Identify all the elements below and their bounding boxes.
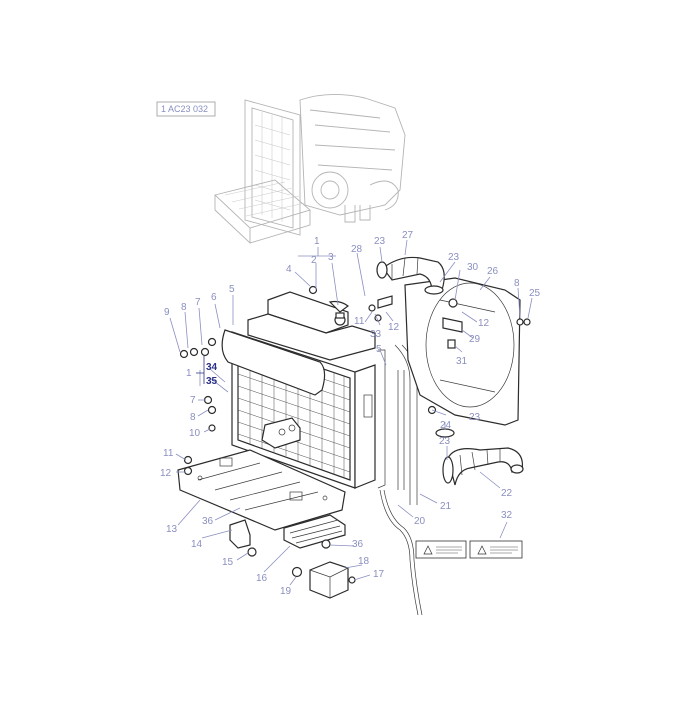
callout-23: 23 bbox=[374, 236, 386, 247]
callout-19: 19 bbox=[280, 586, 292, 597]
callout-8b: 8 bbox=[190, 412, 196, 423]
lower-hose bbox=[435, 428, 524, 486]
fasteners bbox=[179, 285, 531, 584]
callout-15: 15 bbox=[222, 557, 234, 568]
callout-2: 2 bbox=[311, 255, 317, 266]
callout-29: 29 bbox=[469, 334, 481, 345]
callout-35: 35 bbox=[206, 376, 218, 387]
callout-1: 1 bbox=[314, 236, 320, 247]
callout-23b: 23 bbox=[448, 252, 460, 263]
callout-3: 3 bbox=[328, 252, 334, 263]
callout-26: 26 bbox=[487, 266, 499, 277]
callout-9: 9 bbox=[164, 307, 170, 318]
callout-8c: 8 bbox=[514, 278, 520, 289]
callout-36: 36 bbox=[202, 516, 214, 527]
callout-6: 6 bbox=[211, 292, 217, 303]
callout-8: 8 bbox=[181, 302, 187, 313]
reference-code: 1 AC23 032 bbox=[161, 104, 208, 114]
callout-13: 13 bbox=[166, 524, 178, 535]
warning-decal-set bbox=[415, 540, 523, 559]
callout-33: 33 bbox=[370, 329, 382, 340]
callout-25: 25 bbox=[529, 288, 541, 299]
callout-4: 4 bbox=[286, 264, 292, 275]
callout-27: 27 bbox=[402, 230, 414, 241]
callout-12b: 12 bbox=[388, 322, 400, 333]
fan-shroud bbox=[404, 277, 524, 426]
callout-34: 34 bbox=[206, 362, 218, 373]
callout-5b: 5 bbox=[376, 344, 382, 355]
callout-10: 10 bbox=[189, 428, 201, 439]
callout-12: 12 bbox=[160, 468, 172, 479]
engine-overview-illustration bbox=[214, 93, 406, 245]
mounting-bracket-14 bbox=[229, 519, 251, 549]
callout-14: 14 bbox=[191, 539, 203, 550]
callout-21: 21 bbox=[440, 501, 452, 512]
callout-7: 7 bbox=[195, 297, 201, 308]
callout-28: 28 bbox=[351, 244, 363, 255]
callout-20: 20 bbox=[414, 516, 426, 527]
callout-11b: 11 bbox=[354, 316, 365, 327]
callout-32: 32 bbox=[501, 510, 513, 521]
base-plate bbox=[177, 449, 346, 531]
rubber-pad bbox=[283, 514, 346, 549]
reference-code-box: 1 AC23 032 bbox=[156, 101, 216, 117]
callout-12c: 12 bbox=[478, 318, 490, 329]
callout-labels: 1 1 2 3 4 5 5 6 7 7 8 8 8 9 10 11 11 12 … bbox=[160, 230, 541, 597]
callout-18: 18 bbox=[358, 556, 370, 567]
callout-11: 11 bbox=[163, 448, 174, 459]
callout-1b: 1 bbox=[186, 368, 192, 379]
callout-5: 5 bbox=[229, 284, 235, 295]
drain-tube bbox=[379, 489, 419, 616]
callout-17: 17 bbox=[373, 569, 385, 580]
callout-23d: 23 bbox=[439, 436, 451, 447]
callout-36b: 36 bbox=[352, 539, 364, 550]
mounting-bracket-18 bbox=[309, 561, 349, 599]
callout-22: 22 bbox=[501, 488, 513, 499]
callout-7b: 7 bbox=[190, 395, 196, 406]
callout-23c: 23 bbox=[469, 412, 481, 423]
callout-24: 24 bbox=[440, 420, 452, 431]
callout-30: 30 bbox=[467, 262, 479, 273]
leader-lines bbox=[169, 239, 533, 586]
callout-31: 31 bbox=[456, 356, 468, 367]
callout-16: 16 bbox=[256, 573, 268, 584]
radiator-assembly bbox=[221, 291, 418, 505]
